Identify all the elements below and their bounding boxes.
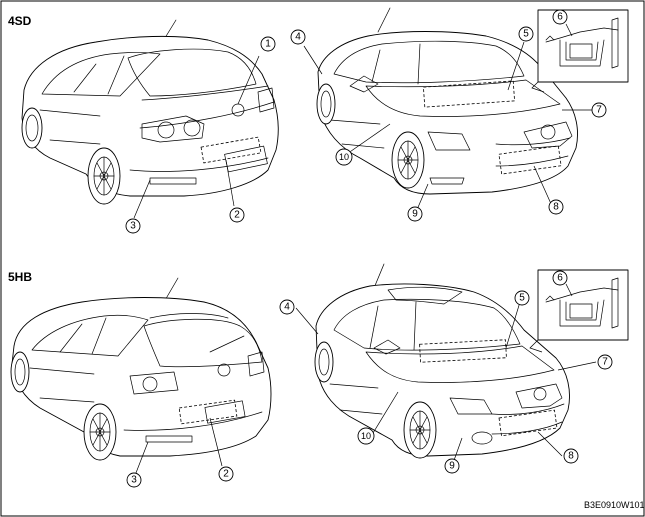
callout-10: 10 [357, 427, 375, 445]
drawing-code: B3E0910W101 [584, 500, 645, 510]
svg-text:2: 2 [234, 210, 240, 221]
svg-text:3: 3 [130, 221, 136, 232]
callout-3: 3 [126, 472, 142, 488]
svg-text:7: 7 [602, 357, 608, 368]
svg-text:9: 9 [449, 461, 455, 472]
sedan-rear-view [21, 19, 279, 205]
callout-2: 2 [229, 207, 245, 223]
svg-text:1: 1 [265, 39, 271, 50]
section-label-5hb: 5HB [8, 270, 33, 284]
callout-5: 5 [518, 26, 534, 42]
callout-7: 7 [597, 354, 613, 370]
callout-10: 10 [335, 148, 353, 166]
svg-text:8: 8 [553, 202, 559, 213]
callout-8: 8 [563, 448, 579, 464]
callout-3: 3 [125, 218, 141, 234]
svg-text:5: 5 [519, 293, 525, 304]
callout-4: 4 [279, 299, 295, 315]
callout-9: 9 [444, 458, 460, 474]
svg-text:6: 6 [557, 12, 563, 23]
callout-4: 4 [290, 29, 306, 45]
svg-text:10: 10 [361, 431, 371, 441]
svg-text:9: 9 [412, 209, 418, 220]
callout-8: 8 [548, 199, 564, 215]
svg-text:6: 6 [557, 273, 563, 284]
svg-text:8: 8 [568, 451, 574, 462]
svg-text:2: 2 [223, 469, 229, 480]
callout-2: 2 [218, 466, 234, 482]
radiator-support-inset [531, 9, 629, 93]
section-label-4sd: 4SD [8, 14, 32, 28]
svg-text:4: 4 [295, 32, 301, 43]
antenna [377, 7, 391, 33]
sedan-front-view [316, 7, 578, 195]
callout-6: 6 [552, 9, 568, 25]
callout-9: 9 [407, 206, 423, 222]
callout-5: 5 [514, 290, 530, 306]
svg-text:3: 3 [131, 475, 137, 486]
hatchback-front-view [314, 263, 570, 459]
svg-text:5: 5 [523, 29, 529, 40]
callout-6: 6 [552, 270, 568, 286]
callout-1: 1 [260, 36, 276, 52]
antenna [373, 263, 385, 289]
radiator-support-inset [529, 269, 629, 353]
svg-text:10: 10 [339, 152, 349, 162]
callout-7: 7 [591, 102, 607, 118]
svg-text:7: 7 [596, 105, 602, 116]
svg-text:4: 4 [284, 302, 290, 313]
hatchback-rear-view [10, 277, 272, 461]
